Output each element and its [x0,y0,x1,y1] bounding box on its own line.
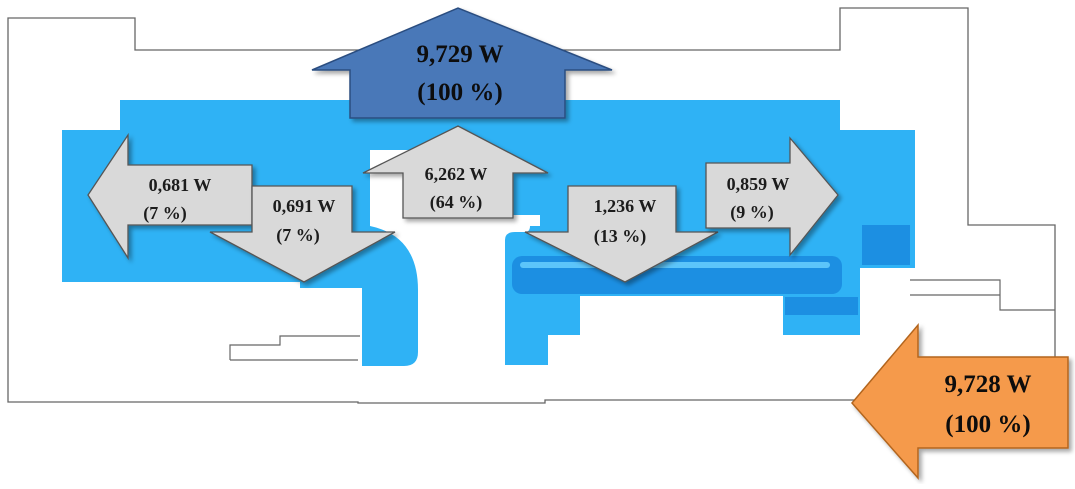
component-pocket [512,256,842,294]
total-in-arrow: 9,728 W (100 %) [851,322,1069,480]
component-block [862,225,910,265]
right-down-loss-percent: (13 %) [594,226,647,247]
left-loss-percent: (7 %) [143,203,187,224]
center-up-flow-percent: (64 %) [430,192,483,213]
left-down-loss-arrow: 0,691 W (7 %) [209,185,396,283]
left-loss-arrow: 0,681 W (7 %) [87,132,253,261]
total-out-arrow: 9,729 W (100 %) [311,7,613,119]
component-body [62,100,915,366]
component-foot [785,297,858,315]
total-out-value: 9,729 W [416,41,503,68]
left-down-loss-value: 0,691 W [273,196,336,216]
housing-step-left [229,335,360,361]
total-in-value: 9,728 W [944,371,1031,398]
right-loss-value: 0,859 W [727,174,790,194]
total-out-percent: (100 %) [417,79,502,106]
right-loss-percent: (9 %) [730,202,774,223]
center-up-flow-arrow: 6,262 W (64 %) [362,125,549,219]
right-down-loss-value: 1,236 W [594,196,657,216]
right-down-loss-arrow: 1,236 W (13 %) [524,185,719,283]
center-up-flow-value: 6,262 W [425,164,488,184]
left-down-loss-percent: (7 %) [276,225,320,246]
right-loss-arrow: 0,859 W (9 %) [705,136,839,257]
total-in-percent: (100 %) [945,411,1030,438]
left-loss-value: 0,681 W [149,175,212,195]
component-pocket-highlight [520,262,830,268]
housing-step-right [910,279,1055,311]
